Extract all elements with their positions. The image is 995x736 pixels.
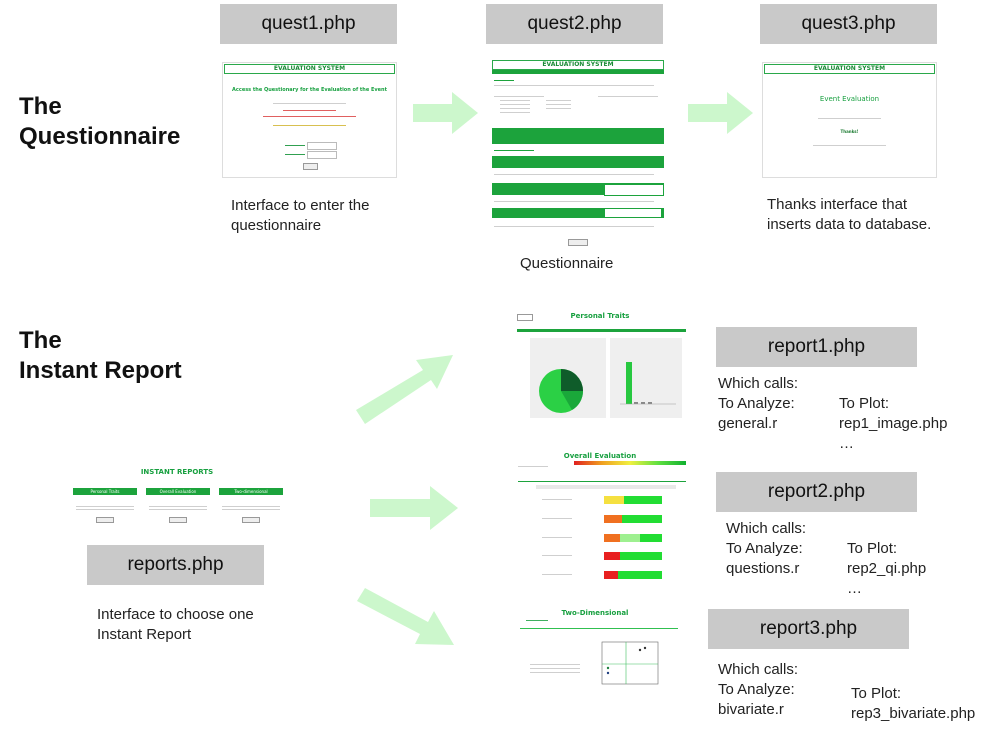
report1-screenshot: Personal Traits	[514, 310, 686, 434]
report3-screenshot: Two-Dimensional	[520, 606, 680, 698]
reports-thumb-btn3: Two-dimensional	[234, 489, 268, 494]
report2-file-label: report2.php	[716, 472, 917, 512]
report3-scatter-plot	[601, 641, 659, 685]
quest1-title: Access the Questionary for the Evaluatio…	[232, 87, 387, 93]
quest2-header: EVALUATION SYSTEM	[492, 60, 664, 70]
report3-plot-note: To Plot: rep3_bivariate.php	[851, 685, 976, 722]
reports-thumb-title: INSTANT REPORTS	[140, 468, 214, 476]
quest1-screenshot: EVALUATION SYSTEM Access the Questionary…	[222, 62, 397, 178]
quest1-file-label: quest1.php	[220, 4, 397, 44]
quest3-header: EVALUATION SYSTEM	[764, 64, 935, 74]
reports-thumb-btn1: Personal Traits	[90, 489, 120, 494]
report-title-line1: The	[19, 327, 62, 354]
report2-calls-note: Which calls: To Analyze: questions.r	[726, 520, 807, 577]
report1-bar-chart	[620, 362, 676, 405]
quest3-file-label: quest3.php	[760, 4, 937, 44]
report2-screenshot: Overall Evaluation	[514, 452, 686, 584]
quest1-login-input	[307, 142, 337, 150]
arrow-reports-to-report3	[357, 588, 454, 645]
report1-calls-note: Which calls: To Analyze: general.r	[718, 375, 799, 432]
quest3-thanks: Thanks!	[840, 129, 859, 134]
questionnaire-section-title: The Questionnaire	[19, 92, 180, 152]
report1-pie-chart	[539, 369, 583, 413]
arrow-reports-to-report1	[356, 355, 453, 424]
arrow-reports-to-report2	[370, 486, 458, 530]
quest2-submit-button	[568, 239, 588, 246]
report-section-title: The Instant Report	[19, 326, 182, 386]
reports-screenshot: INSTANT REPORTS Personal Traits Overall …	[70, 462, 284, 530]
report1-thumb-title: Personal Traits	[570, 312, 630, 320]
quest3-title: Event Evaluation	[819, 95, 880, 103]
reports-thumb-btn2: Overall Evaluation	[159, 489, 197, 494]
questionnaire-title-line2: Questionnaire	[19, 123, 181, 150]
report1-file-label: report1.php	[716, 327, 917, 367]
quest3-caption: Thanks interface that inserts data to da…	[767, 196, 932, 233]
report-title-line2: Instant Report	[19, 357, 182, 384]
quest1-password-input	[307, 151, 337, 159]
report3-file-label: report3.php	[708, 609, 909, 649]
report3-thumb-title: Two-Dimensional	[561, 609, 629, 617]
report3-calls-note: Which calls: To Analyze: bivariate.r	[718, 661, 799, 718]
report1-plot-note: To Plot: rep1_image.php …	[839, 395, 948, 452]
quest2-screenshot: EVALUATION SYSTEM	[492, 58, 664, 248]
quest3-screenshot: EVALUATION SYSTEM Event Evaluation Thank…	[762, 62, 937, 178]
reports-caption: Interface to choose one Instant Report	[97, 606, 254, 643]
quest1-header: EVALUATION SYSTEM	[224, 64, 395, 74]
arrow-quest1-to-quest2	[413, 92, 478, 134]
quest1-login-button	[303, 163, 318, 170]
quest2-file-label: quest2.php	[486, 4, 663, 44]
report2-thumb-title: Overall Evaluation	[563, 452, 637, 460]
reports-file-label: reports.php	[87, 545, 264, 585]
questionnaire-title-line1: The	[19, 93, 62, 120]
arrow-quest2-to-quest3	[688, 92, 753, 134]
quest2-caption: Questionnaire	[520, 255, 614, 272]
report2-plot-note: To Plot: rep2_qi.php …	[847, 540, 927, 597]
quest1-caption: Interface to enter the questionnaire	[231, 197, 370, 234]
